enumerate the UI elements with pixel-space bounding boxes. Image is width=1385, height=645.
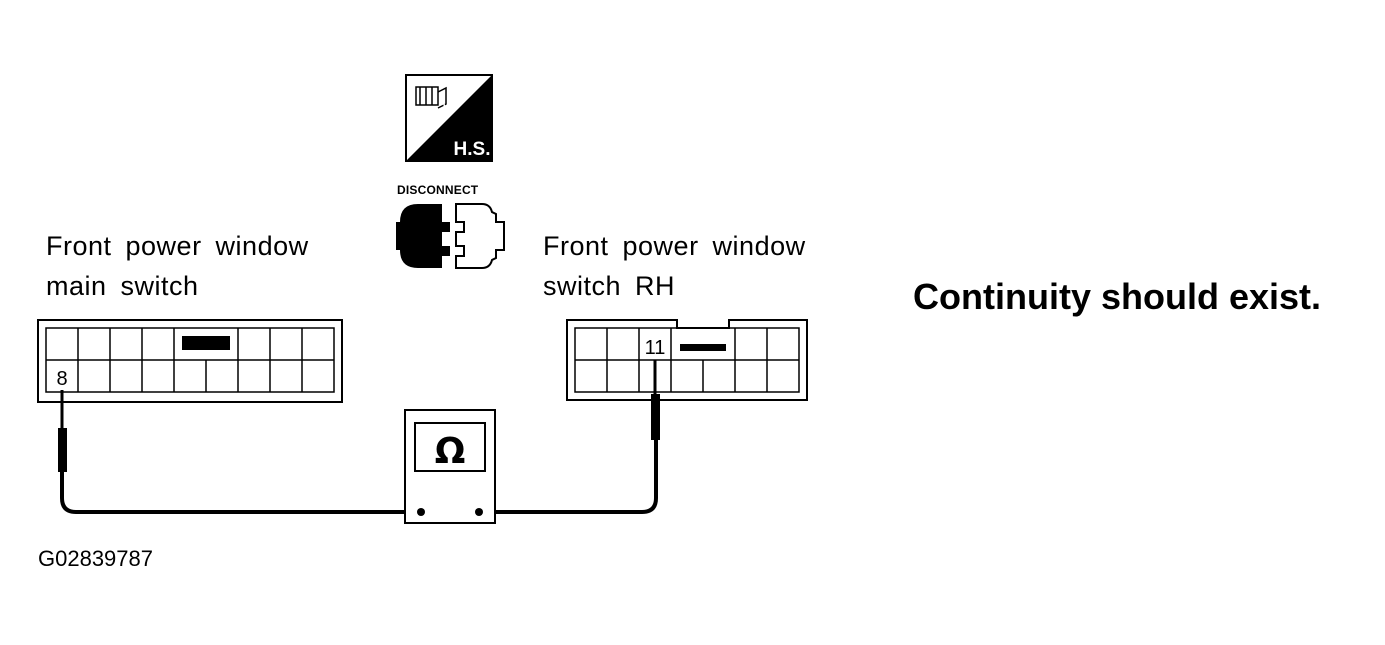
figure-id: G02839787 — [38, 546, 153, 571]
disconnect-label: DISCONNECT — [397, 183, 479, 197]
harness-side-text: H.S. — [454, 139, 491, 160]
left-connector-label: Front power window main switch — [46, 226, 309, 306]
right-connector-key — [680, 344, 726, 351]
left-connector-label-line1: Front power window — [46, 231, 309, 261]
left-connector-key — [182, 336, 230, 350]
harness-side-icon: H.S. — [405, 74, 493, 162]
left-pin-number: 8 — [56, 368, 67, 390]
ohm-icon: Ω — [435, 431, 466, 472]
disconnect-icon — [396, 203, 505, 269]
probe-leads — [58, 360, 660, 514]
right-pin-number: 11 — [645, 337, 666, 359]
ohmmeter-terminal-left — [417, 508, 425, 516]
result-text: Continuity should exist. — [913, 276, 1322, 317]
ohmmeter: Ω — [404, 409, 496, 524]
right-connector-label: Front power window switch RH — [543, 226, 806, 306]
ohmmeter-terminal-right — [475, 508, 483, 516]
left-connector-label-line2: main switch — [46, 271, 199, 301]
right-connector-label-line2: switch RH — [543, 271, 676, 301]
right-connector-label-line1: Front power window — [543, 231, 806, 261]
right-connector: 11 — [566, 319, 808, 401]
left-connector: 8 — [37, 319, 343, 403]
